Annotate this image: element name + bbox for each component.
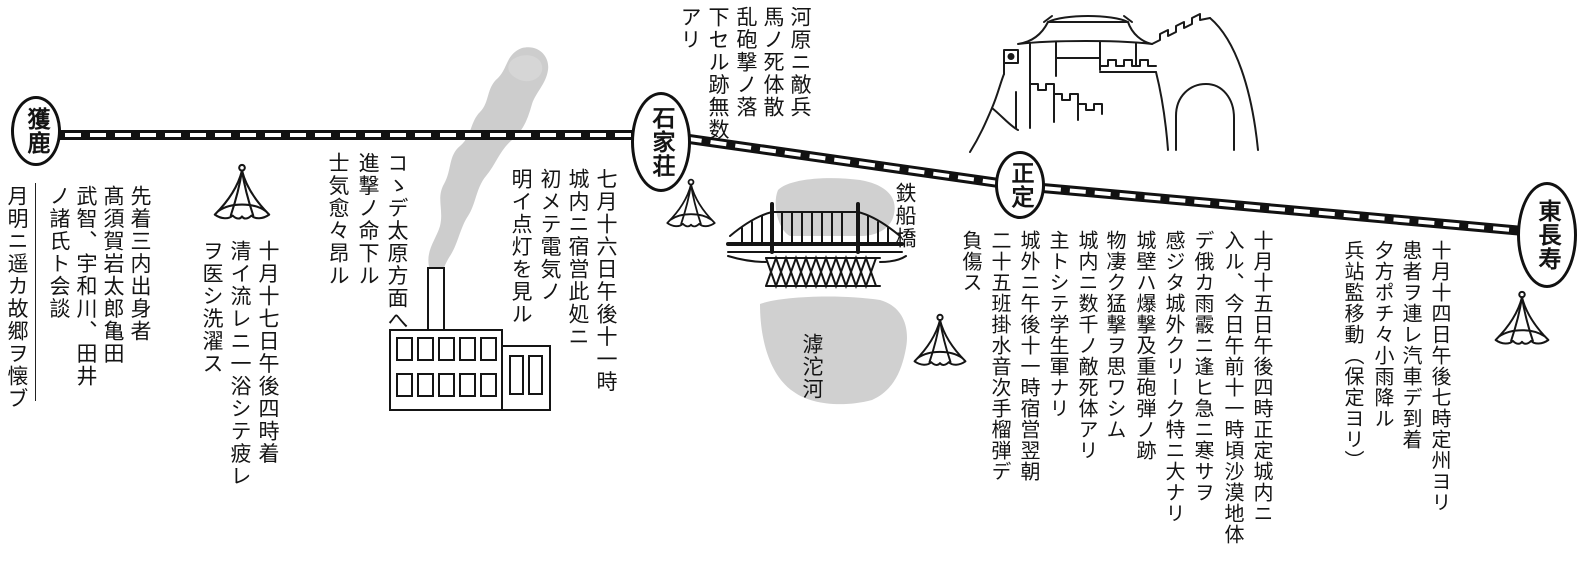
note-huolu-camp-line-1: 十月十七日午後四時着	[256, 240, 280, 465]
note-shijiazhuang-line-4: 明イ点灯を見ル	[509, 168, 533, 326]
note-huolu-meeting-line-1: 先着三内出身者	[128, 185, 152, 343]
station-label: 正定	[1007, 161, 1034, 209]
note-dongchangshou-line-4: 兵站監移動（保定ヨリ）	[1341, 240, 1365, 471]
station-label: 獲鹿	[23, 107, 50, 155]
note-advance-line-2: 進撃ノ命下ル	[356, 152, 380, 287]
station-label: 東長寿	[1534, 199, 1561, 271]
bridge-label: 鉄船橋	[893, 182, 917, 250]
note-shijiazhuang-line-3: 初メテ電気ノ	[538, 168, 562, 303]
note-advance-line-1: コゝデ太原方面へ	[385, 152, 409, 332]
note-zhengding-line-7: 城内ニ数千ノ敵死体アリ	[1075, 230, 1099, 461]
rail-segment-shijiazhuang-zhengding	[660, 130, 1021, 191]
note-advance-line-3: 士気愈々昂ル	[326, 152, 350, 287]
station-huolu: 獲鹿	[11, 96, 61, 166]
note-dongchangshou-line-1: 十月十四日午後七時定州ヨリ	[1428, 240, 1452, 513]
station-shijiazhuang: 石家荘	[631, 92, 691, 192]
note-riverbank-line-3: 乱砲撃ノ落	[734, 6, 758, 119]
note-riverbank-line-1: 河原ニ敵兵	[788, 6, 812, 119]
note-zhengding-line-2: 入ル、今日午前十一時頃沙漠地体	[1221, 230, 1245, 545]
bridge-icon	[726, 202, 907, 289]
railway-line	[40, 130, 1547, 238]
note-huolu-meeting-line-2: 髙須賀岩太郎亀田	[101, 185, 125, 365]
note-zhengding-line-4: 感ジタ城外クリーク特ニ大ナリ	[1162, 230, 1186, 524]
note-huolu-camp-line-2: 清イ流レニ一浴シテ疲レ	[228, 240, 252, 488]
note-zhengding-line-11: 負傷ス	[959, 230, 983, 293]
note-zhengding-line-5: 城壁ハ爆撃及重砲弾ノ跡	[1133, 230, 1157, 461]
fortress-icon	[969, 13, 1259, 153]
note-riverbank-line-5: アリ	[678, 6, 702, 51]
note-dongchangshou-line-2: 患者ヲ連レ汽車デ到着	[1399, 240, 1423, 450]
station-label: 石家荘	[648, 106, 675, 178]
note-huolu-meeting-line-3: 武智、宇和川、田井	[74, 185, 98, 388]
rail-segment-zhengding-dongchangshou	[1019, 181, 1547, 238]
tent-icon	[1494, 290, 1550, 345]
tent-icon	[913, 313, 967, 366]
note-huolu-meeting-line-4: ノ諸氏ト会談	[47, 185, 71, 320]
station-zhengding: 正定	[995, 151, 1045, 219]
note-zhengding-line-1: 十月十五日午後四時正定城内ニ	[1250, 230, 1274, 524]
note-zhengding-line-9: 城外ニ午後十一時宿営翌朝	[1017, 230, 1041, 482]
note-zhengding-line-10: 二十五班掛水音次手榴弾デ	[988, 230, 1012, 482]
note-shijiazhuang-line-2: 城内ニ宿営此処ニ	[566, 168, 590, 348]
note-huolu-moon-line-1: 月明ニ遥カ故郷ヲ懐ブ	[5, 185, 29, 410]
note-zhengding-line-6: 物凄ク猛撃ヲ思ワシム	[1103, 230, 1127, 440]
margin-rule	[35, 183, 36, 401]
factory-smoke	[428, 47, 549, 273]
tent-icon	[213, 163, 271, 220]
note-zhengding-line-3: デ俄カ雨霰ニ逢ヒ急ニ寒サヲ	[1191, 230, 1215, 503]
note-dongchangshou-line-3: 夕方ポチ々小雨降ル	[1371, 240, 1395, 429]
factory-icon	[389, 267, 551, 411]
note-riverbank-line-2: 馬ノ死体散	[761, 6, 785, 119]
note-riverbank-line-4: 下セル跡無数	[706, 6, 730, 141]
note-huolu-camp-line-3: ヲ医シ洗濯ス	[200, 240, 224, 375]
note-zhengding-line-8: 主トシテ学生軍ナリ	[1046, 230, 1070, 419]
station-dongchangshou: 東長寿	[1517, 182, 1577, 288]
note-shijiazhuang-line-1: 七月十六日午後十一時	[594, 168, 618, 393]
river-label: 滹沱河	[800, 333, 824, 401]
hutuo-river-shading	[760, 178, 907, 405]
